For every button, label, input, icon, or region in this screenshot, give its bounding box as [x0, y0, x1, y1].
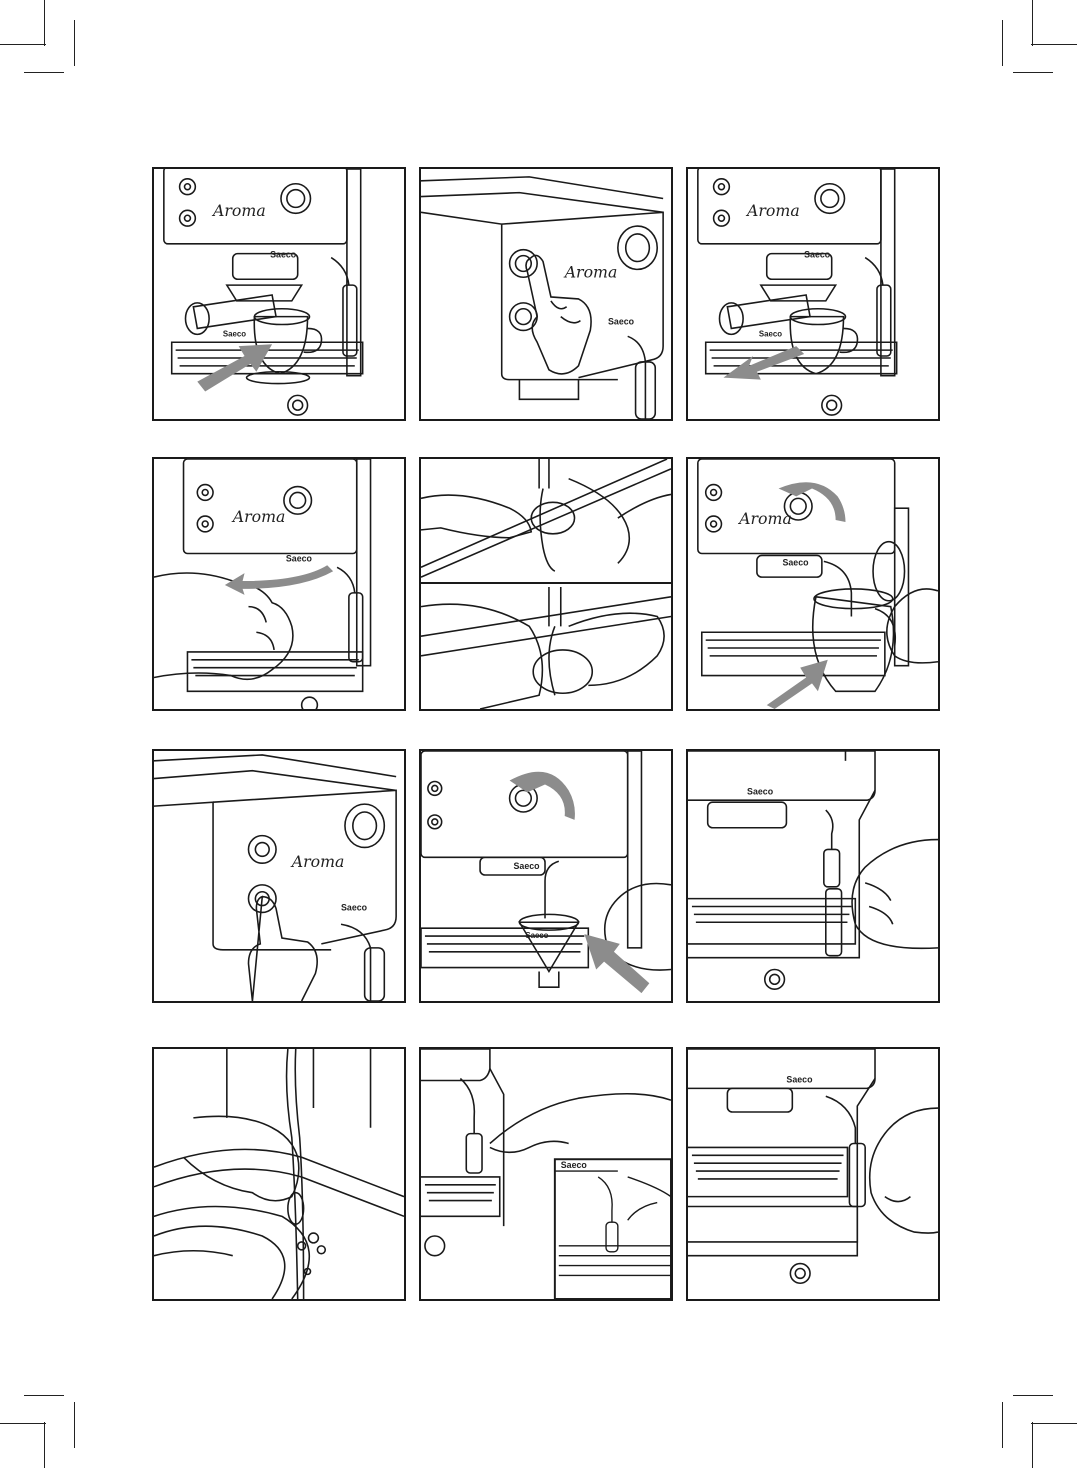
button-press-illustration: Aroma Saeco: [421, 169, 671, 419]
cup-brand: Saeco: [223, 329, 246, 338]
panel-11: Saeco: [419, 1047, 673, 1301]
saeco-logo: Saeco: [341, 902, 368, 912]
machine-front-illustration: Aroma Saeco Saeco: [154, 169, 404, 419]
crop-mark: [44, 0, 45, 46]
cup-brand: Saeco: [759, 329, 782, 338]
saeco-logo: Saeco: [786, 1074, 813, 1084]
rinse-illustration: [421, 459, 671, 709]
crop-mark: [1002, 1402, 1003, 1448]
panel-2: Aroma Saeco: [419, 167, 673, 421]
push-in-arrow: [584, 934, 649, 993]
inset-detail: [555, 1159, 671, 1299]
rotate-knob-arrow: [510, 772, 575, 820]
crop-mark: [1031, 1423, 1077, 1424]
crop-mark: [1032, 1422, 1033, 1468]
saeco-logo: Saeco: [561, 1160, 588, 1170]
cup-brand: Saeco: [525, 931, 548, 940]
panel-5: [419, 457, 673, 711]
pull-out-arrow: [225, 565, 333, 595]
crop-mark: [0, 1423, 46, 1424]
panel-1: Aroma Saeco Saeco: [152, 167, 406, 421]
crop-mark: [24, 1395, 64, 1396]
crop-mark: [1032, 0, 1033, 46]
pull-out-arrow: [723, 346, 804, 379]
aroma-logo: Aroma: [737, 509, 792, 528]
saeco-logo: Saeco: [747, 786, 774, 796]
push-in-arrow: [767, 660, 828, 709]
panel-3: Aroma Saeco Saeco: [686, 167, 940, 421]
panel-9: Saeco: [686, 749, 940, 1003]
panel-10: [152, 1047, 406, 1301]
aroma-logo: Aroma: [231, 507, 286, 526]
crop-mark: [1013, 1395, 1053, 1396]
aroma-logo: Aroma: [290, 852, 345, 871]
panel-8: Saeco Saeco: [419, 749, 673, 1003]
saeco-logo: Saeco: [286, 553, 313, 563]
machine-front-illustration: Aroma Saeco Saeco: [688, 169, 938, 419]
aroma-logo: Aroma: [211, 201, 266, 220]
crop-mark: [24, 72, 64, 73]
panel-4: Aroma Saeco: [152, 457, 406, 711]
crop-mark: [74, 20, 75, 66]
crop-mark: [1031, 44, 1077, 45]
panel-6: Aroma Saeco: [686, 457, 940, 711]
reattach-nozzle-illustration: Saeco: [421, 1049, 671, 1299]
steam-milk-illustration: Aroma Saeco: [688, 459, 938, 709]
crop-mark: [44, 1422, 45, 1468]
crop-mark: [1002, 20, 1003, 66]
crop-mark: [1013, 72, 1053, 73]
saeco-logo: Saeco: [804, 250, 831, 260]
panel-12: Saeco: [686, 1047, 940, 1301]
aroma-logo: Aroma: [563, 262, 618, 281]
remove-holder-illustration: Aroma Saeco: [154, 459, 404, 709]
crop-mark: [0, 44, 46, 45]
saeco-logo: Saeco: [782, 557, 809, 567]
steam-button-press-illustration: Aroma Saeco: [154, 751, 404, 1001]
saeco-logo: Saeco: [514, 861, 541, 871]
crop-mark: [74, 1402, 75, 1448]
nozzle-reassembled-illustration: Saeco: [688, 1049, 938, 1299]
saeco-logo: Saeco: [270, 250, 297, 260]
rinse-nozzle-illustration: [154, 1049, 404, 1299]
push-in-arrow: [197, 344, 272, 391]
hot-water-illustration: Saeco Saeco: [421, 751, 671, 1001]
aroma-logo: Aroma: [745, 201, 800, 220]
panel-7: Aroma Saeco: [152, 749, 406, 1003]
saeco-logo: Saeco: [608, 317, 635, 327]
remove-nozzle-illustration: Saeco: [688, 751, 938, 1001]
